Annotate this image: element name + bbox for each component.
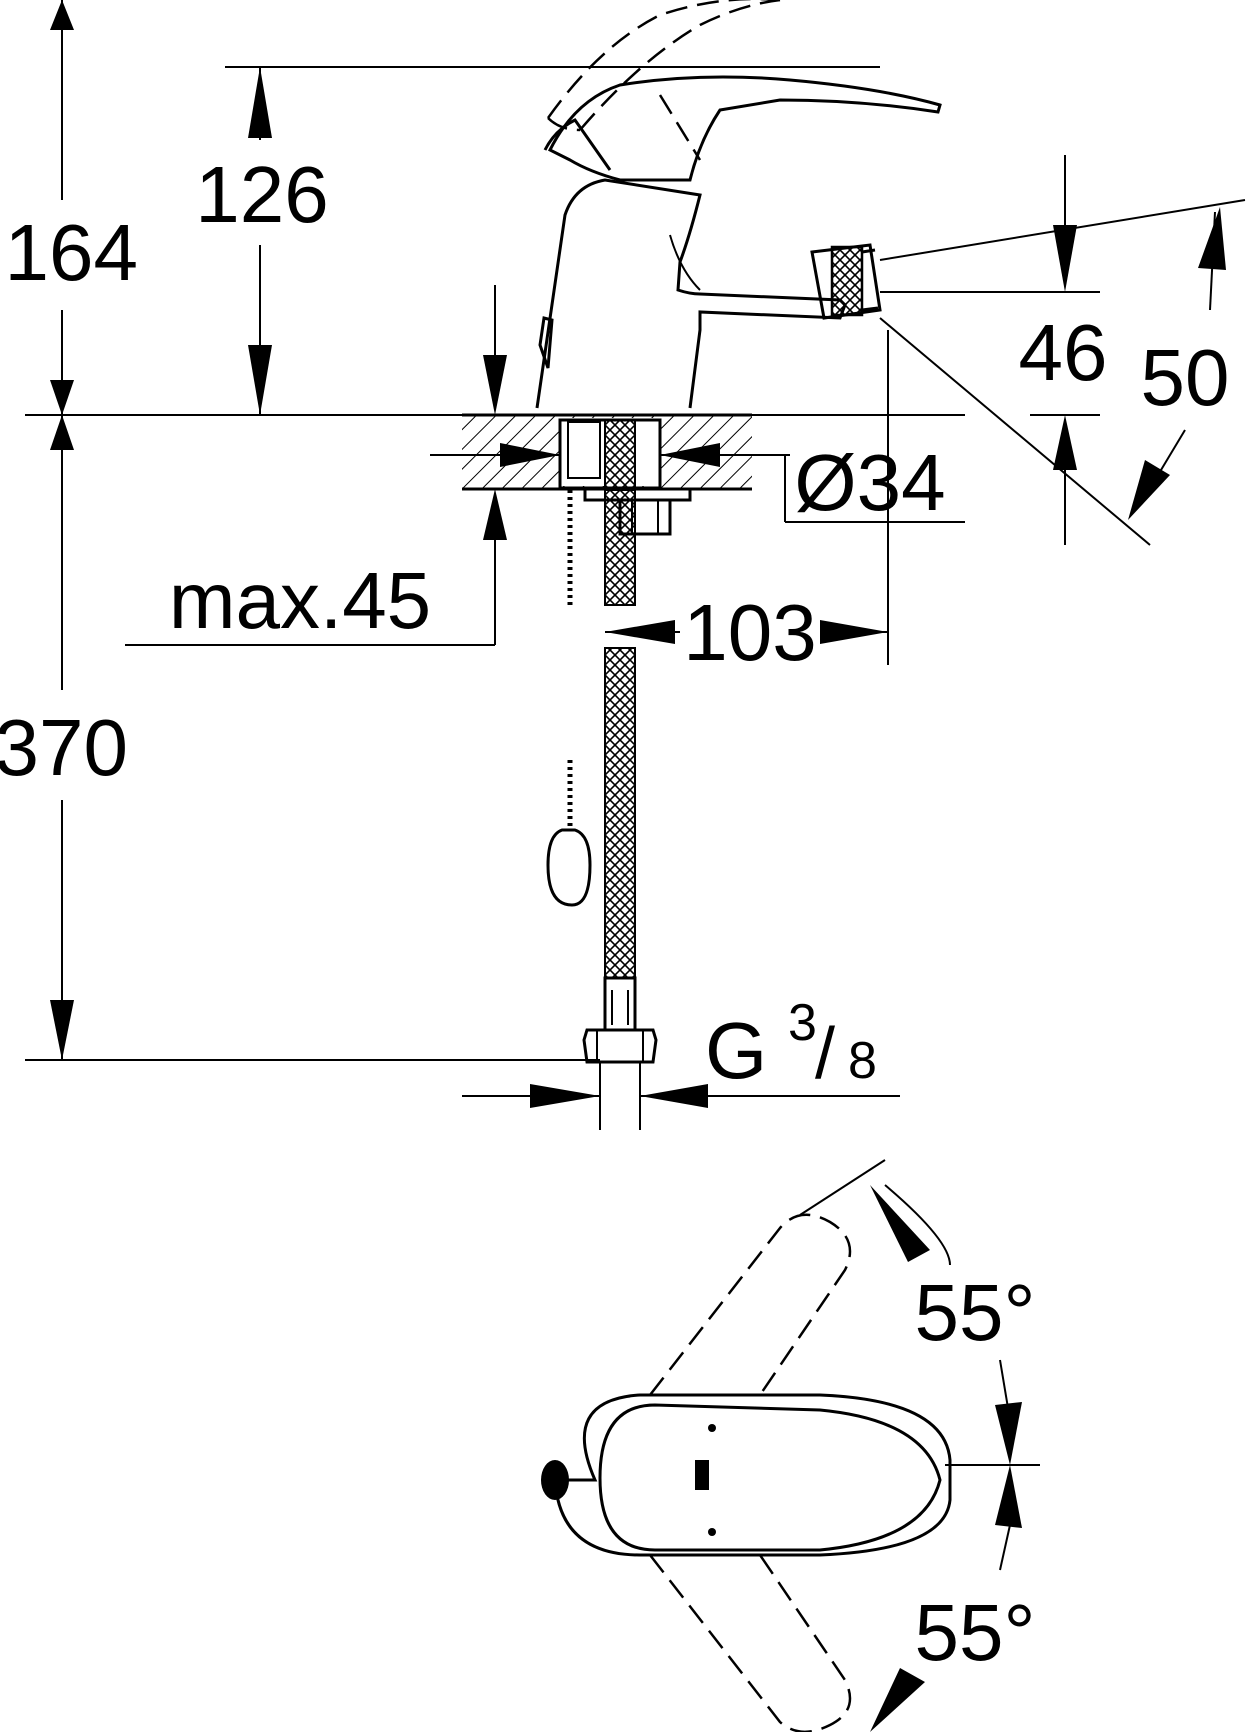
dim-spout-projection [605, 330, 889, 665]
label-height-total: 164 [5, 208, 138, 297]
label-spout-height-b: 50 [1141, 333, 1230, 422]
lever-rotated-up [649, 1213, 852, 1396]
lever-raised-outline [546, 0, 781, 161]
pop-up-chain [546, 490, 592, 907]
thread-slash: / [815, 1014, 835, 1094]
aerator [830, 245, 864, 317]
label-max-thickness: max.45 [169, 556, 431, 645]
top-view: 55° 55° [541, 1159, 1040, 1732]
lever-rotated-down [649, 1554, 852, 1732]
label-angle-lower: 55° [915, 1588, 1036, 1677]
dim-hose-length [50, 415, 74, 1060]
dim-height-total [50, 0, 74, 415]
label-hole-diameter: Ø34 [794, 438, 945, 527]
dim-angle-lower [870, 1465, 1022, 1732]
thread-numerator: 3 [788, 994, 817, 1052]
flexible-hose [582, 489, 658, 1130]
label-angle-upper: 55° [915, 1268, 1036, 1357]
label-spout-projection: 103 [683, 588, 816, 677]
dim-thread [462, 1084, 900, 1108]
dim-max-thickness [125, 285, 720, 646]
label-thread: G [705, 1006, 767, 1095]
dim-height-spout-lever [248, 67, 272, 415]
lever-handle [543, 75, 942, 182]
side-view: 164 126 370 max.45 [0, 0, 1246, 1130]
dim-hole-diameter [720, 454, 965, 523]
dim-spout-height-b [879, 199, 1246, 546]
dim-angle-upper [799, 1159, 1022, 1465]
label-spout-height-a: 46 [1019, 308, 1108, 397]
thread-base: G [705, 1006, 767, 1095]
dim-spout-height-a [880, 155, 1100, 545]
label-hose-length: 370 [0, 703, 128, 792]
top-body [553, 1393, 952, 1557]
label-height-spout: 126 [195, 150, 328, 239]
thread-denominator: 8 [848, 1032, 877, 1090]
mixer-body [535, 178, 882, 409]
